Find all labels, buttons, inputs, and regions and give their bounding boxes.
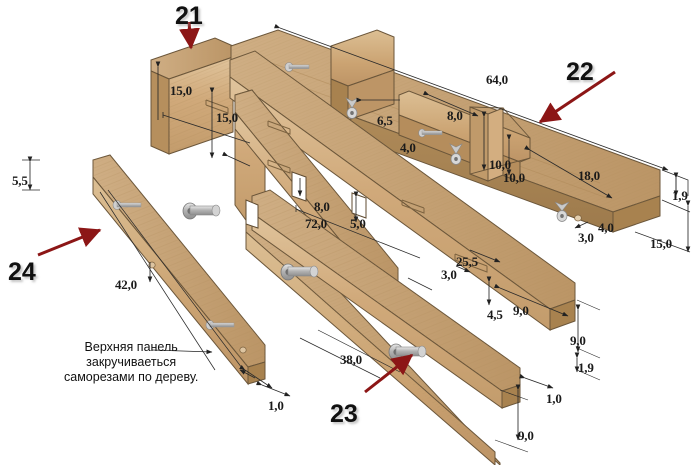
hole-mark-3 — [239, 346, 247, 354]
dimension-label: 15,0 — [170, 83, 192, 98]
part-23-right-board — [251, 189, 521, 409]
dimension-label: 1,0 — [268, 398, 284, 413]
part-callout-24: 24 — [8, 258, 36, 286]
dimension-label: 5,5 — [12, 173, 28, 188]
dimension-label: 72,0 — [305, 216, 327, 231]
dimension-label: 25,5 — [456, 254, 478, 269]
dimension-label: 1,9 — [578, 360, 594, 375]
leader-arrows-red — [37, 21, 616, 394]
dimension-label: 8,0 — [314, 199, 330, 214]
screw-1 — [112, 200, 142, 210]
note-leader-line — [151, 349, 213, 355]
dimension-label: 1,9 — [672, 188, 688, 203]
dimension-label: 15,0 — [216, 110, 238, 125]
part-24-thin-board — [92, 154, 266, 386]
dimension-label: 3,0 — [578, 230, 594, 245]
dimension-label: 3,0 — [441, 267, 457, 282]
dimension-label: 6,5 — [377, 113, 393, 128]
dimension-label: 8,0 — [447, 108, 463, 123]
dimension-label: 10,0 — [489, 157, 511, 172]
barrel-nut-1 — [182, 202, 221, 220]
dimension-label: 1,0 — [546, 391, 562, 406]
dimension-label: 10,0 — [503, 170, 525, 185]
barrel-nut-2 — [280, 263, 319, 281]
dimension-label: 5,0 — [350, 216, 366, 231]
part-21-block — [150, 37, 234, 155]
dimension-label: 42,0 — [115, 277, 137, 292]
part-22-wedge-block — [330, 29, 395, 121]
assembly-note: Верхняя панель закручиваеться саморезами… — [64, 340, 199, 384]
dimension-label: 4,0 — [598, 220, 614, 235]
dimension-label: 18,0 — [578, 168, 600, 183]
part-callout-21: 21 — [175, 2, 203, 30]
dimension-label: 4,5 — [487, 307, 503, 322]
dimension-label: 15,0 — [650, 236, 672, 251]
small-hole-1 — [574, 214, 582, 222]
dimension-label: 4,0 — [400, 140, 416, 155]
part-callout-22: 22 — [566, 58, 594, 86]
part-callout-23: 23 — [330, 400, 358, 428]
dimension-label: 9,0 — [518, 428, 534, 443]
wing-nut-3 — [554, 201, 570, 222]
dimension-label: 64,0 — [486, 72, 508, 87]
dimension-lines — [22, 23, 691, 453]
dimension-label: 38,0 — [340, 352, 362, 367]
dimension-label: 9,0 — [570, 333, 586, 348]
dimension-label: 9,0 — [513, 303, 529, 318]
